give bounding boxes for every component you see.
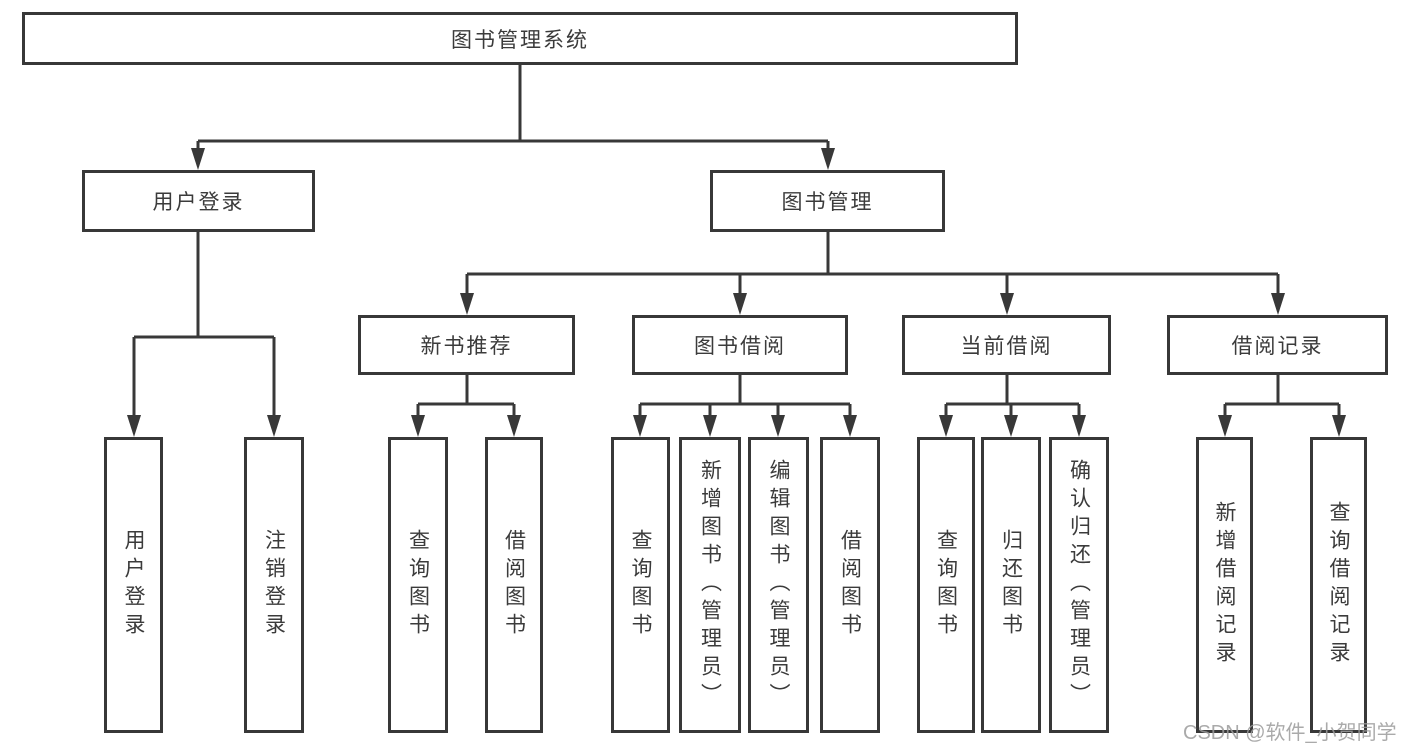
- leaf-label: 借阅图书: [838, 529, 862, 641]
- node-user-login: 用户登录: [82, 170, 315, 232]
- leaf-confirm-return-admin: 确认归还（管理员）: [1049, 437, 1109, 733]
- leaf-query-books-borrowing: 查询图书: [611, 437, 670, 733]
- node-borrowing-records: 借阅记录: [1167, 315, 1388, 375]
- watermark: CSDN @软件_小贺同学: [1183, 722, 1397, 744]
- leaf-add-books-admin: 新增图书（管理员）: [679, 437, 741, 733]
- leaf-query-books-recommend: 查询图书: [388, 437, 448, 733]
- node-book-borrowing: 图书借阅: [632, 315, 848, 375]
- leaf-label: 编辑图书（管理员）: [767, 459, 790, 711]
- leaf-query-books-current: 查询图书: [917, 437, 975, 733]
- leaf-label: 查询借阅记录: [1327, 501, 1350, 669]
- leaf-add-borrow-record: 新增借阅记录: [1196, 437, 1253, 733]
- leaf-borrow-books-recommend: 借阅图书: [485, 437, 543, 733]
- leaf-label: 查询图书: [629, 529, 652, 641]
- leaf-label: 借阅图书: [502, 529, 526, 641]
- leaf-logout-login: 注销登录: [244, 437, 304, 733]
- leaf-label: 查询图书: [406, 529, 430, 641]
- node-new-book-recommendation: 新书推荐: [358, 315, 575, 375]
- leaf-label: 注销登录: [262, 529, 286, 641]
- leaf-return-books: 归还图书: [981, 437, 1041, 733]
- leaf-label: 查询图书: [934, 529, 958, 641]
- node-book-management: 图书管理: [710, 170, 945, 232]
- leaf-query-borrow-record: 查询借阅记录: [1310, 437, 1367, 733]
- node-library-system: 图书管理系统: [22, 12, 1018, 65]
- leaf-user-login: 用户登录: [104, 437, 163, 733]
- leaf-label: 归还图书: [999, 529, 1023, 641]
- node-current-borrowing: 当前借阅: [902, 315, 1111, 375]
- leaf-edit-books-admin: 编辑图书（管理员）: [748, 437, 809, 733]
- leaf-label: 新增图书（管理员）: [698, 459, 722, 711]
- leaf-label: 用户登录: [122, 529, 145, 641]
- leaf-label: 确认归还（管理员）: [1067, 459, 1091, 711]
- leaf-label: 新增借阅记录: [1213, 501, 1236, 669]
- leaf-borrow-books-borrowing: 借阅图书: [820, 437, 880, 733]
